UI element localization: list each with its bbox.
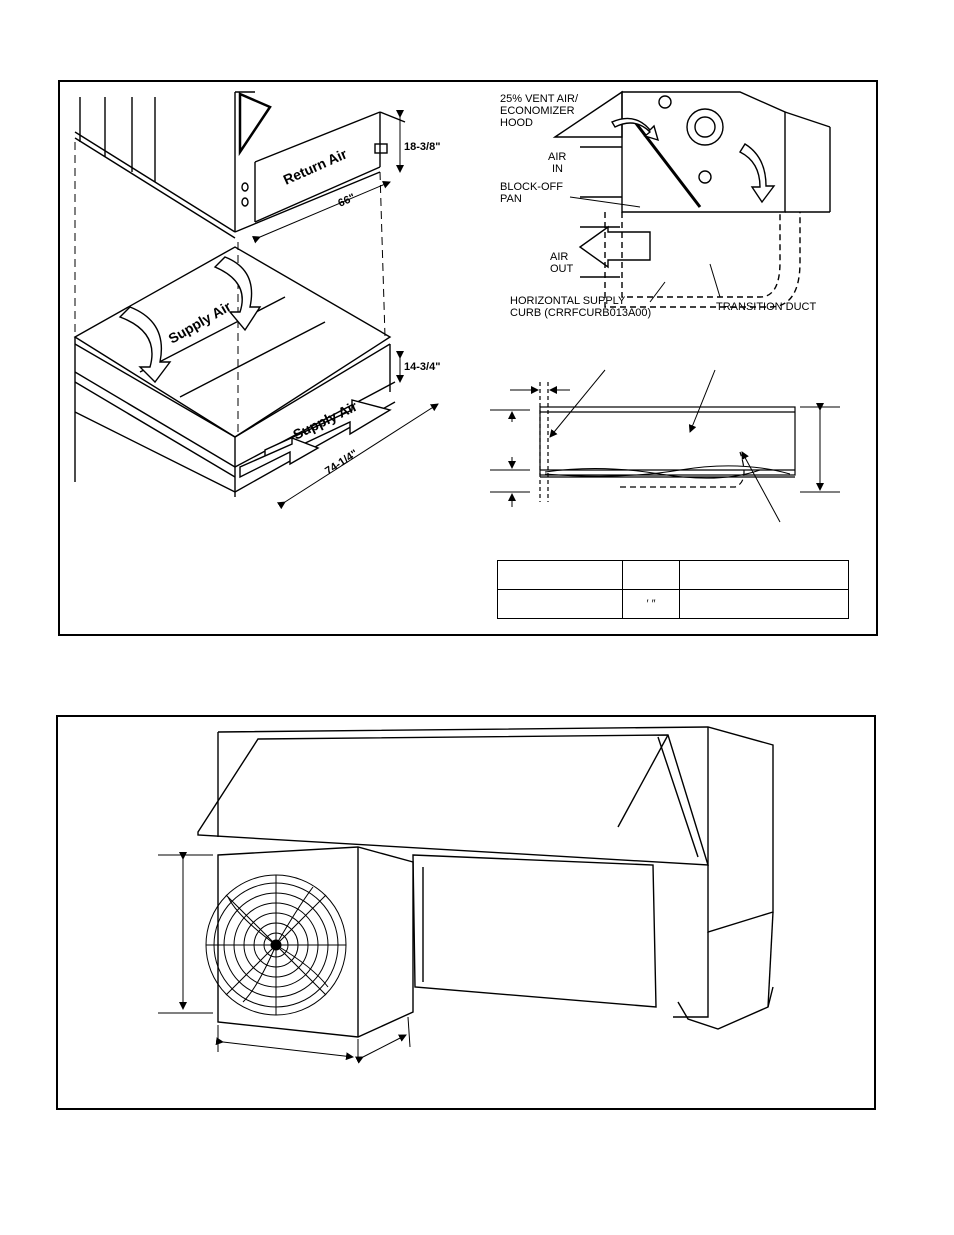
economizer-callouts: 25% VENT AIR/ ECONOMIZER HOOD AIR IN BLO… [500, 93, 817, 319]
exhaust-dims [158, 852, 411, 1064]
return-dims [251, 110, 404, 244]
economizer-section [552, 90, 831, 308]
alignment-lines [74, 142, 386, 437]
rooftop-unit [197, 726, 774, 1030]
curb-elevation [539, 382, 796, 502]
supply-dims [276, 351, 439, 510]
svg-text:CURB (CRRFCURB013A00): CURB (CRRFCURB013A00) [510, 307, 651, 319]
table-row [497, 560, 849, 590]
svg-text:AIR: AIR [548, 151, 566, 163]
svg-text:HOOD: HOOD [500, 117, 533, 129]
exhaust-fan-housing [217, 846, 414, 1038]
svg-text:PAN: PAN [500, 193, 522, 205]
svg-text:25% VENT AIR/: 25% VENT AIR/ [500, 93, 579, 105]
unit-base-drawing [74, 91, 406, 239]
figure-panel-top: Return Air 18-3/8" 66" Supply Air Supply… [58, 80, 878, 636]
svg-text:ECONOMIZER: ECONOMIZER [500, 105, 575, 117]
supply-air-top-label: Supply Air [166, 298, 235, 347]
table-row: ′ ″ [497, 589, 849, 619]
svg-text:TRANSITION DUCT: TRANSITION DUCT [716, 301, 817, 313]
figure-panel-bottom [56, 715, 876, 1110]
exhaust-fan-icon [205, 874, 347, 1016]
return-width-dim: 66" [336, 192, 357, 210]
curb-installation-drawing: Return Air 18-3/8" 66" Supply Air Supply… [73, 90, 840, 523]
svg-text:BLOCK-OFF: BLOCK-OFF [500, 181, 563, 193]
elevation-dims [490, 369, 840, 523]
svg-text:AIR: AIR [550, 251, 568, 263]
svg-text:HORIZONTAL SUPPLY: HORIZONTAL SUPPLY [510, 295, 626, 307]
dimension-table: ′ ″ [497, 560, 849, 619]
svg-text:IN: IN [552, 163, 563, 175]
return-air-label: Return Air [281, 145, 350, 187]
return-height-dim: 18-3/8" [404, 141, 440, 153]
power-exhaust-drawing [158, 726, 774, 1064]
svg-text:OUT: OUT [550, 263, 574, 275]
supply-height-dim: 14-3/4" [404, 361, 440, 373]
supply-width-dim: 74-1/4" [323, 448, 360, 478]
